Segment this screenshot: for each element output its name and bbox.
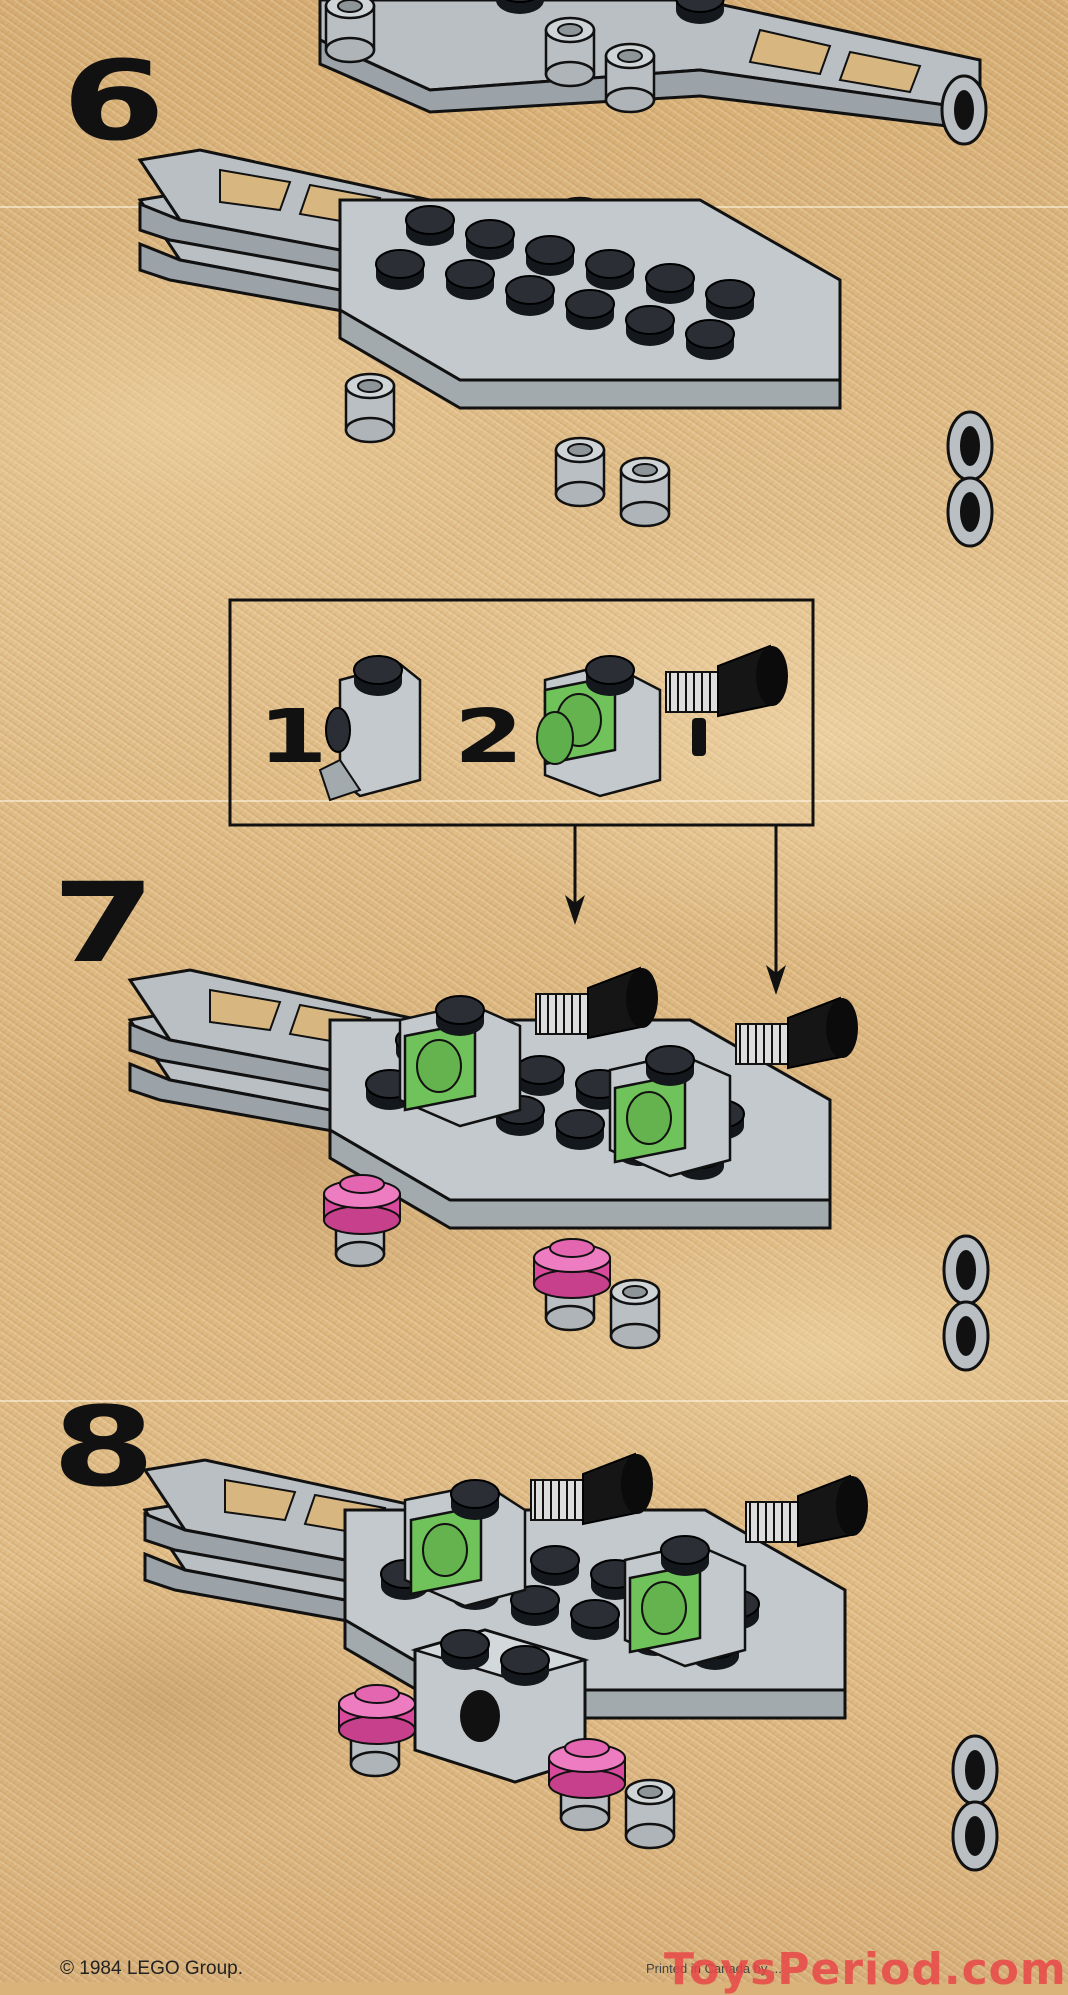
copyright-notice: © 1984 LEGO Group. [60,1958,243,1979]
part-1-side-stud-brick [318,655,422,802]
step-5-partial-model [318,0,988,146]
callout-count-1: 1 [258,694,327,780]
step-8-model [145,1453,999,1872]
page-fold [0,800,1068,802]
step-6-model [140,150,994,548]
part-2-green-brick-with-gun [536,645,789,798]
step-number-7: 7 [52,859,155,987]
printed-notice: Printed in Canada by ... [646,1961,782,1976]
callout-box [228,598,815,995]
step-7-model [130,967,990,1372]
step-number-8: 8 [52,1383,155,1511]
callout-count-2: 2 [454,694,523,780]
page-fold [0,1400,1068,1402]
watermark: ToysPeriod.com [664,1944,1067,1995]
step-number-6: 6 [62,37,165,165]
